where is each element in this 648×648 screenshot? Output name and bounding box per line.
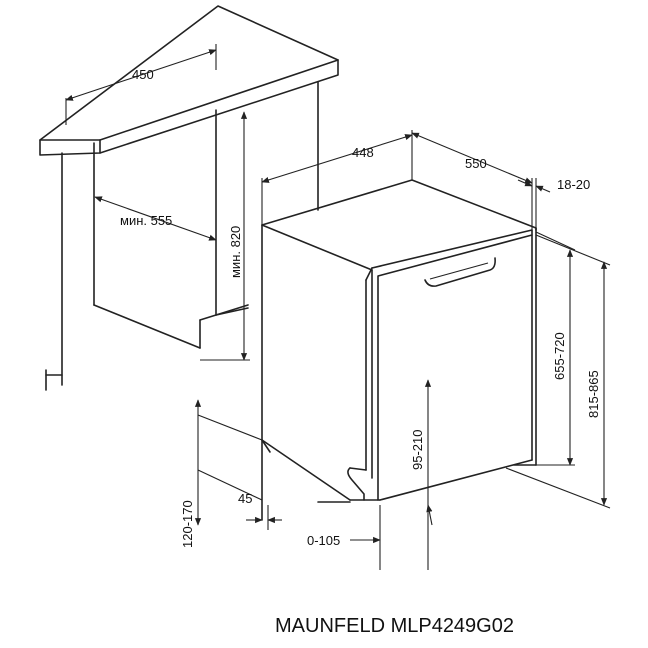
dim-label-120-170: 120-170 [180, 500, 195, 548]
dim-label-95-210: 95-210 [410, 430, 425, 470]
dim-label-450: 450 [132, 67, 154, 82]
dim-label-0-105: 0-105 [307, 533, 340, 548]
dim-label-45: 45 [238, 491, 252, 506]
door-handle [424, 257, 496, 287]
cabinet-niche [45, 81, 319, 391]
dimension-lines [65, 44, 611, 570]
dim-label-min-555: мин. 555 [120, 213, 172, 228]
dim-label-448: 448 [352, 145, 374, 160]
countertop [39, 5, 339, 156]
model-name: MAUNFELD MLP4249G02 [275, 615, 514, 637]
dim-label-655-720: 655-720 [552, 332, 567, 380]
dishwasher-body [261, 179, 537, 501]
door-panel [365, 229, 533, 501]
dim-label-min-820: мин. 820 [228, 226, 243, 278]
toe-kick [261, 439, 367, 521]
dim-label-815-865: 815-865 [586, 370, 601, 418]
dim-label-18-20: 18-20 [557, 177, 590, 192]
dim-label-550: 550 [465, 156, 487, 171]
